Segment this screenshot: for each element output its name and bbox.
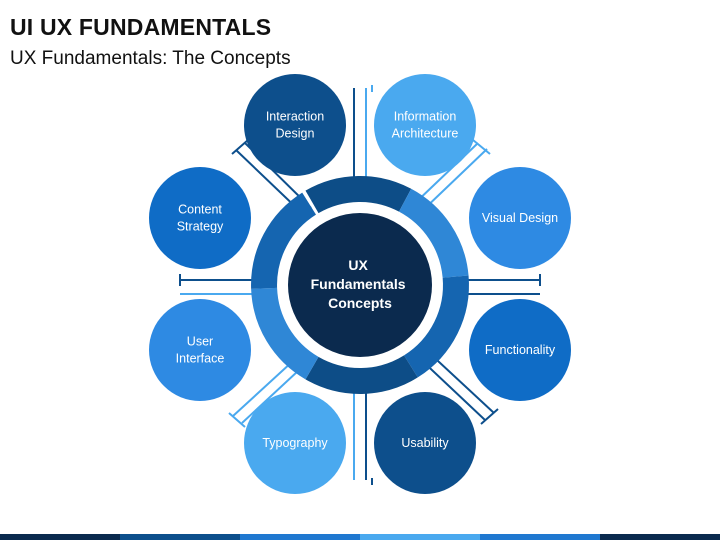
concept-label-line: Interaction xyxy=(266,110,324,124)
concept-circle xyxy=(244,392,346,494)
connector-line xyxy=(231,139,249,155)
bottom-band-segment xyxy=(600,534,720,540)
concept-node-visual-design: Visual Design xyxy=(469,167,571,269)
concept-circle xyxy=(149,299,251,401)
concept-label: Typography xyxy=(262,436,328,450)
center-label-line-1: UX xyxy=(348,257,368,273)
bottom-band-segment xyxy=(120,534,240,540)
concept-circle xyxy=(469,167,571,269)
center-label: UX Fundamentals Concepts xyxy=(311,257,410,311)
concept-label: Usability xyxy=(401,436,449,450)
concept-label-line: Typography xyxy=(262,436,328,450)
center-ring-segment xyxy=(305,355,418,394)
concept-label-line: User xyxy=(187,335,213,349)
bottom-color-band xyxy=(0,534,720,540)
concept-circle xyxy=(244,74,346,176)
concept-label-line: Strategy xyxy=(177,220,224,234)
bottom-band-segment xyxy=(360,534,480,540)
concept-node-usability: Usability xyxy=(374,392,476,494)
concept-label-line: Visual Design xyxy=(482,211,558,225)
connector-line xyxy=(480,408,499,425)
center-ring-segment xyxy=(403,275,469,378)
concept-node-functionality: Functionality xyxy=(469,299,571,401)
concept-label: Functionality xyxy=(485,343,556,357)
concept-label-line: Architecture xyxy=(392,127,459,141)
concept-node-typography: Typography xyxy=(244,392,346,494)
concept-label-line: Interface xyxy=(176,352,225,366)
center-ring-segment xyxy=(398,188,469,279)
concept-label-line: Design xyxy=(276,127,315,141)
concept-label-line: Functionality xyxy=(485,343,556,357)
bottom-band-segment xyxy=(0,534,120,540)
concept-circle xyxy=(374,392,476,494)
page-subtitle: UX Fundamentals: The Concepts xyxy=(10,48,291,69)
concept-circle xyxy=(374,74,476,176)
center-label-line-2: Fundamentals xyxy=(311,276,406,292)
page-title: UI UX FUNDAMENTALS xyxy=(10,14,272,40)
center-label-line-3: Concepts xyxy=(328,295,392,311)
center-ring-segment xyxy=(305,176,412,214)
bottom-band-segment xyxy=(240,534,360,540)
bottom-band-segment xyxy=(480,534,600,540)
concept-label-line: Content xyxy=(178,203,222,217)
connector-line xyxy=(472,139,491,155)
concept-label-line: Information xyxy=(394,110,457,124)
center-ring-segment xyxy=(251,192,317,289)
connector-line xyxy=(228,412,246,428)
center-ring-segment xyxy=(251,287,319,380)
center-ring xyxy=(251,176,469,394)
center-circle xyxy=(288,213,432,357)
concept-label: Visual Design xyxy=(482,211,558,225)
concept-circle xyxy=(149,167,251,269)
concept-circle xyxy=(469,299,571,401)
concept-label-line: Usability xyxy=(401,436,449,450)
